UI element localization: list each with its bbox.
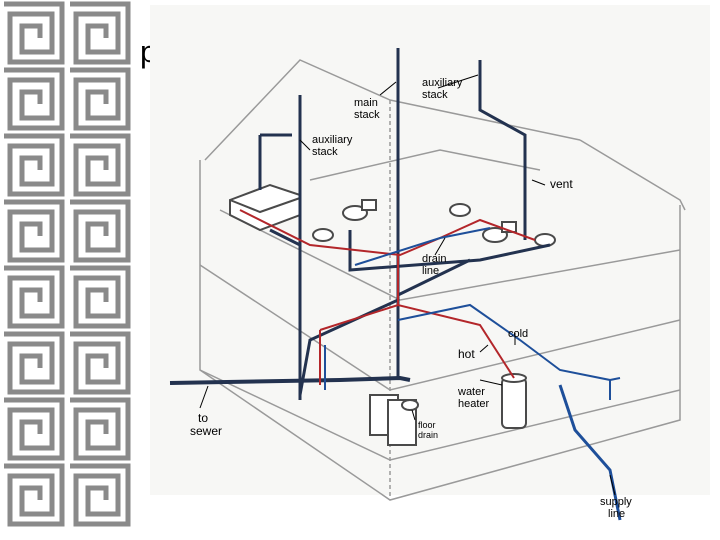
greek-key-tile — [70, 1, 131, 65]
sink-icon — [312, 228, 334, 242]
leader-lines — [199, 74, 616, 496]
water-heater-icon — [501, 377, 527, 429]
main-stack-label: main stack — [354, 97, 381, 121]
vent-label: vent — [550, 177, 573, 191]
greek-key-tile — [70, 463, 131, 527]
sink-icon — [534, 233, 556, 247]
aux-stack-left-label: auxiliary stack — [312, 134, 355, 158]
greek-key-tile — [4, 133, 65, 197]
greek-key-tile — [70, 265, 131, 329]
greek-key-border — [4, 1, 131, 527]
drain-line-label: drain line — [422, 253, 450, 277]
greek-key-tile — [4, 463, 65, 527]
greek-key-tile — [4, 265, 65, 329]
greek-key-tile — [4, 1, 65, 65]
to-sewer-label: to sewer — [190, 411, 222, 438]
sewer-pipe — [169, 375, 411, 385]
floor-drain-icon — [401, 399, 419, 411]
greek-key-tile — [4, 199, 65, 263]
greek-key-tile — [4, 67, 65, 131]
floor-drain-label: floor drain — [418, 420, 438, 440]
sink-icon — [449, 203, 471, 217]
hot-water-pipes — [239, 209, 536, 385]
greek-key-tile — [70, 133, 131, 197]
water-heater-label: water heater — [457, 386, 490, 410]
scan-background — [150, 5, 710, 495]
plumbing-diagram: main stack auxiliary stack auxiliary sta… — [150, 5, 710, 521]
hot-label: hot — [458, 347, 475, 361]
greek-key-tile — [4, 397, 65, 461]
greek-key-tile — [70, 331, 131, 395]
greek-key-tile — [70, 199, 131, 263]
fixtures — [229, 183, 556, 446]
greek-key-tile — [70, 397, 131, 461]
aux-stack-right-pipe — [478, 60, 527, 220]
labels: main stack auxiliary stack auxiliary sta… — [190, 77, 635, 520]
supply-line-label: supply line — [600, 496, 635, 520]
greek-key-tile — [4, 331, 65, 395]
aux-stack-top-label: auxiliary stack — [422, 77, 465, 101]
building-outline — [199, 59, 686, 501]
greek-key-tile — [70, 67, 131, 131]
cold-label: cold — [508, 328, 528, 340]
